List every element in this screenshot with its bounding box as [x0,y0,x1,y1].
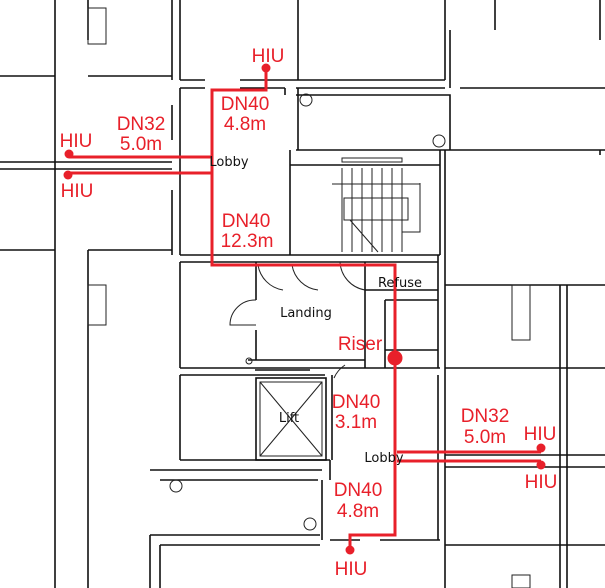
seg-south-vertical-length: 4.8m [337,501,379,522]
room-lobby-north: Lobby [209,155,248,170]
seg-north-vertical-size: DN40 [221,94,270,115]
room-refuse: Refuse [378,276,422,291]
seg-east-length: 5.0m [464,427,506,448]
hiu-north-label: HIU [252,46,285,67]
seg-south-vertical-size: DN40 [334,480,383,501]
hiu-west-upper-label: HIU [60,131,93,152]
seg-riser-south-length: 3.1m [335,412,377,433]
seg-east-size: DN32 [461,406,510,427]
room-lift: Lift [279,411,299,426]
seg-north-main-size: DN40 [222,211,271,232]
hiu-north-dot [261,63,271,73]
pipe-north [210,68,397,550]
room-lobby-south: Lobby [364,451,403,466]
seg-west-size: DN32 [117,114,166,135]
hiu-east-upper-label: HIU [524,424,557,445]
hiu-west-lower-dot [63,170,73,180]
heating-pipes [63,63,546,555]
seg-north-main-length: 12.3m [221,231,274,252]
hiu-west-lower-label: HIU [61,181,94,202]
room-landing: Landing [280,306,332,321]
riser-dot [387,350,403,366]
hiu-west-upper-dot [64,149,74,159]
seg-riser-south-size: DN40 [332,392,381,413]
hiu-east-lower-label: HIU [525,472,558,493]
room-labels: Lobby Landing Refuse Lift Lobby [209,155,422,466]
pipe-labels: HIU HIU HIU HIU HIU HIU Riser DN40 4.8m … [60,46,558,580]
riser-label: Riser [338,334,383,355]
hiu-east-upper-dot [536,443,546,453]
hiu-south-dot [345,545,355,555]
hiu-south-label: HIU [335,559,368,580]
seg-west-length: 5.0m [120,134,162,155]
hiu-east-lower-dot [536,460,546,470]
seg-north-vertical-length: 4.8m [224,114,266,135]
